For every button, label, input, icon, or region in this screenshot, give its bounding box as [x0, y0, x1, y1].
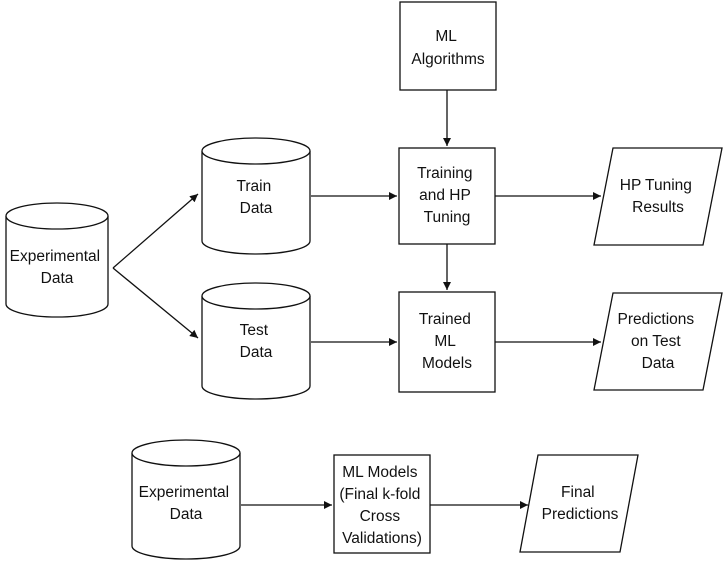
experimental-data-2-cylinder: Experimental Data — [131, 439, 241, 560]
ml-models-final-box: ML Models (Final k-fold Cross Validation… — [333, 454, 431, 554]
final-predictions-label: Final Predictions — [542, 484, 619, 523]
arrow-experimental-to-train — [112, 193, 199, 269]
training-hp-tuning-label: Training and HP Tuning — [417, 165, 477, 226]
experimental-data-cylinder: Experimental Data — [5, 202, 109, 318]
trained-ml-models-label: Trained ML Models — [419, 311, 475, 372]
ml-models-final-label: ML Models (Final k-fold Cross Validation… — [339, 464, 424, 547]
arrow-experimental-to-test — [112, 267, 199, 339]
test-data-label: Test Data — [240, 322, 273, 361]
train-data-cylinder: Train Data — [201, 137, 311, 255]
predictions-test-data-label: Predictions on Test Data — [618, 311, 699, 372]
experimental-data-2-label: Experimental Data — [139, 484, 234, 523]
train-data-label: Train Data — [236, 178, 275, 217]
hp-tuning-results-parallelogram: HP Tuning Results — [593, 147, 723, 246]
experimental-data-label: Experimental Data — [10, 248, 105, 287]
trained-ml-models-box: Trained ML Models — [398, 291, 496, 393]
predictions-test-data-parallelogram: Predictions on Test Data — [593, 292, 723, 391]
final-predictions-parallelogram: Final Predictions — [519, 454, 639, 553]
test-data-cylinder: Test Data — [201, 282, 311, 400]
hp-tuning-results-label: HP Tuning Results — [620, 177, 696, 216]
training-hp-tuning-box: Training and HP Tuning — [398, 147, 496, 245]
ml-algorithms-label: ML Algorithms — [411, 28, 484, 68]
ml-algorithms-box: ML Algorithms — [399, 1, 497, 91]
